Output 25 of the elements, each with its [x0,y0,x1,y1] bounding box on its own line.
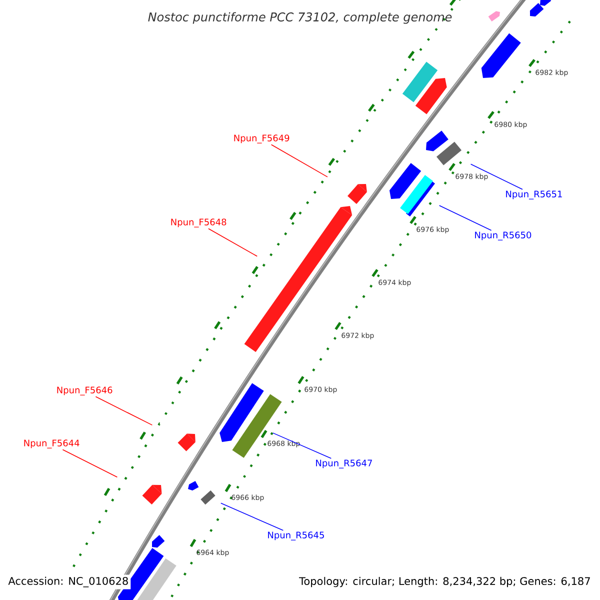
gene-label: Npun_F5648 [171,218,226,228]
gene-bar [200,490,216,505]
gene-bar [400,174,433,214]
leader-line [220,502,284,531]
leader-line [95,396,153,426]
title: Nostoc punctiforme PCC 73102, complete genome [148,12,452,24]
leader-line [208,228,258,257]
gene-bar [178,434,196,452]
gene-label: Npun_F5649 [234,134,290,144]
gene-label: Npun_F5644 [24,440,80,448]
leader-line [270,144,328,178]
leader-line [438,205,492,231]
leader-line [62,449,118,478]
leader-line [272,432,332,459]
gene-label: Npun_F5646 [57,386,112,396]
leader-line [470,164,523,190]
gene-label: Npun_R5650 [475,232,532,240]
gene-label: Npun_R5651 [506,190,562,200]
gene-bar [347,184,367,204]
footer-text: Accession: NC_010628 [6,574,131,590]
gene-label: Npun_R5647 [316,460,372,468]
footer-text: Topology: circular; Length: 8,234,322 bp; Genes: 6,187 [297,574,593,590]
gene-label: Npun_R5645 [268,532,324,540]
gene-bar [142,484,162,504]
gene-bar [436,142,462,166]
